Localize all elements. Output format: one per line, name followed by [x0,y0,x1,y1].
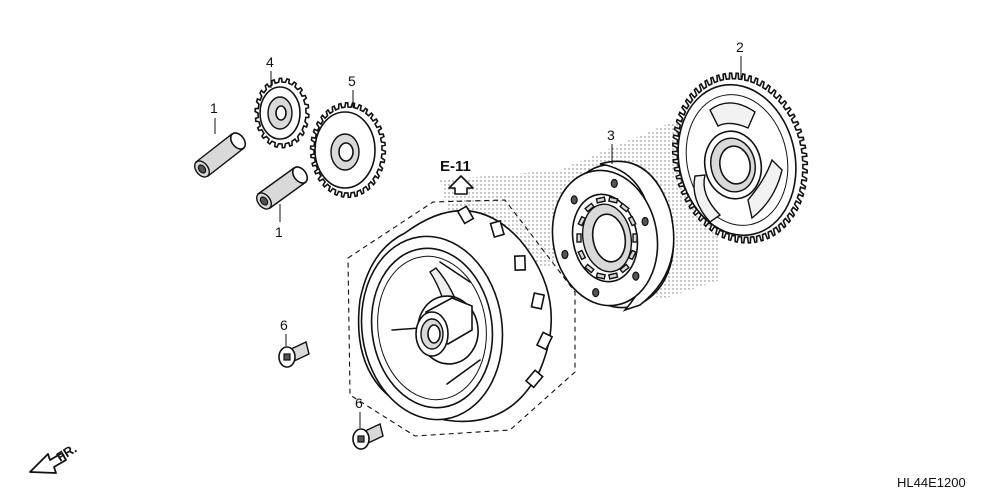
callout-pin-lower: 1 [275,224,283,240]
clutch-bolt-hole [610,178,618,188]
clutch-sprag [584,202,595,213]
drum-lug [530,292,546,310]
clutch-bolt-hole [561,249,569,260]
gear-small[interactable] [254,77,310,149]
drum-lug [489,219,506,239]
callout-pin-upper: 1 [210,100,218,116]
clutch-sprag [619,202,630,213]
drum-lug [456,205,475,225]
flywheel[interactable] [350,205,554,429]
callout-gear-idler: 5 [348,73,356,89]
gear-idler[interactable] [309,101,387,199]
clutch-sprag [632,233,638,243]
clutch-bolt-hole [592,288,600,298]
callout-gear-small: 4 [266,54,274,70]
pin-lower[interactable] [254,164,311,212]
clutch-sprag [584,263,595,274]
clutch-sprag [627,215,637,227]
clutch-bolt-hole [632,271,640,281]
callout-gear-large: 2 [736,39,744,55]
clutch-sprag [608,196,619,204]
clutch-sprag [627,249,637,261]
clutch-sprag [619,263,630,274]
clutch-bolt-hole [570,195,578,205]
bolt-upper[interactable] [278,341,310,368]
reference-label: E-11 [440,158,471,175]
bolt-lower[interactable] [352,423,384,450]
clutch-sprag [577,249,587,261]
gear-large[interactable] [664,72,809,246]
drum-lug [535,331,554,351]
diagram-code: HL44E1200 [897,475,966,490]
clutch-sprag [577,215,587,227]
front-arrow-icon [29,452,67,474]
clutch-sprag [576,233,582,243]
clutch-sprag [595,196,606,204]
clutch-sprag [595,272,606,280]
clutch-sprag [608,272,619,280]
callout-bolt-upper: 6 [280,317,288,333]
callout-bolt-lower: 6 [355,395,363,411]
one-way-clutch[interactable] [542,155,685,316]
drum-lug [513,255,527,271]
drum-lug [524,369,544,389]
callout-clutch: 3 [607,127,615,143]
assembly-outline [347,199,576,437]
clutch-bolt-hole [641,216,649,227]
up-arrow-icon [448,175,474,195]
pin-upper[interactable] [192,130,249,180]
